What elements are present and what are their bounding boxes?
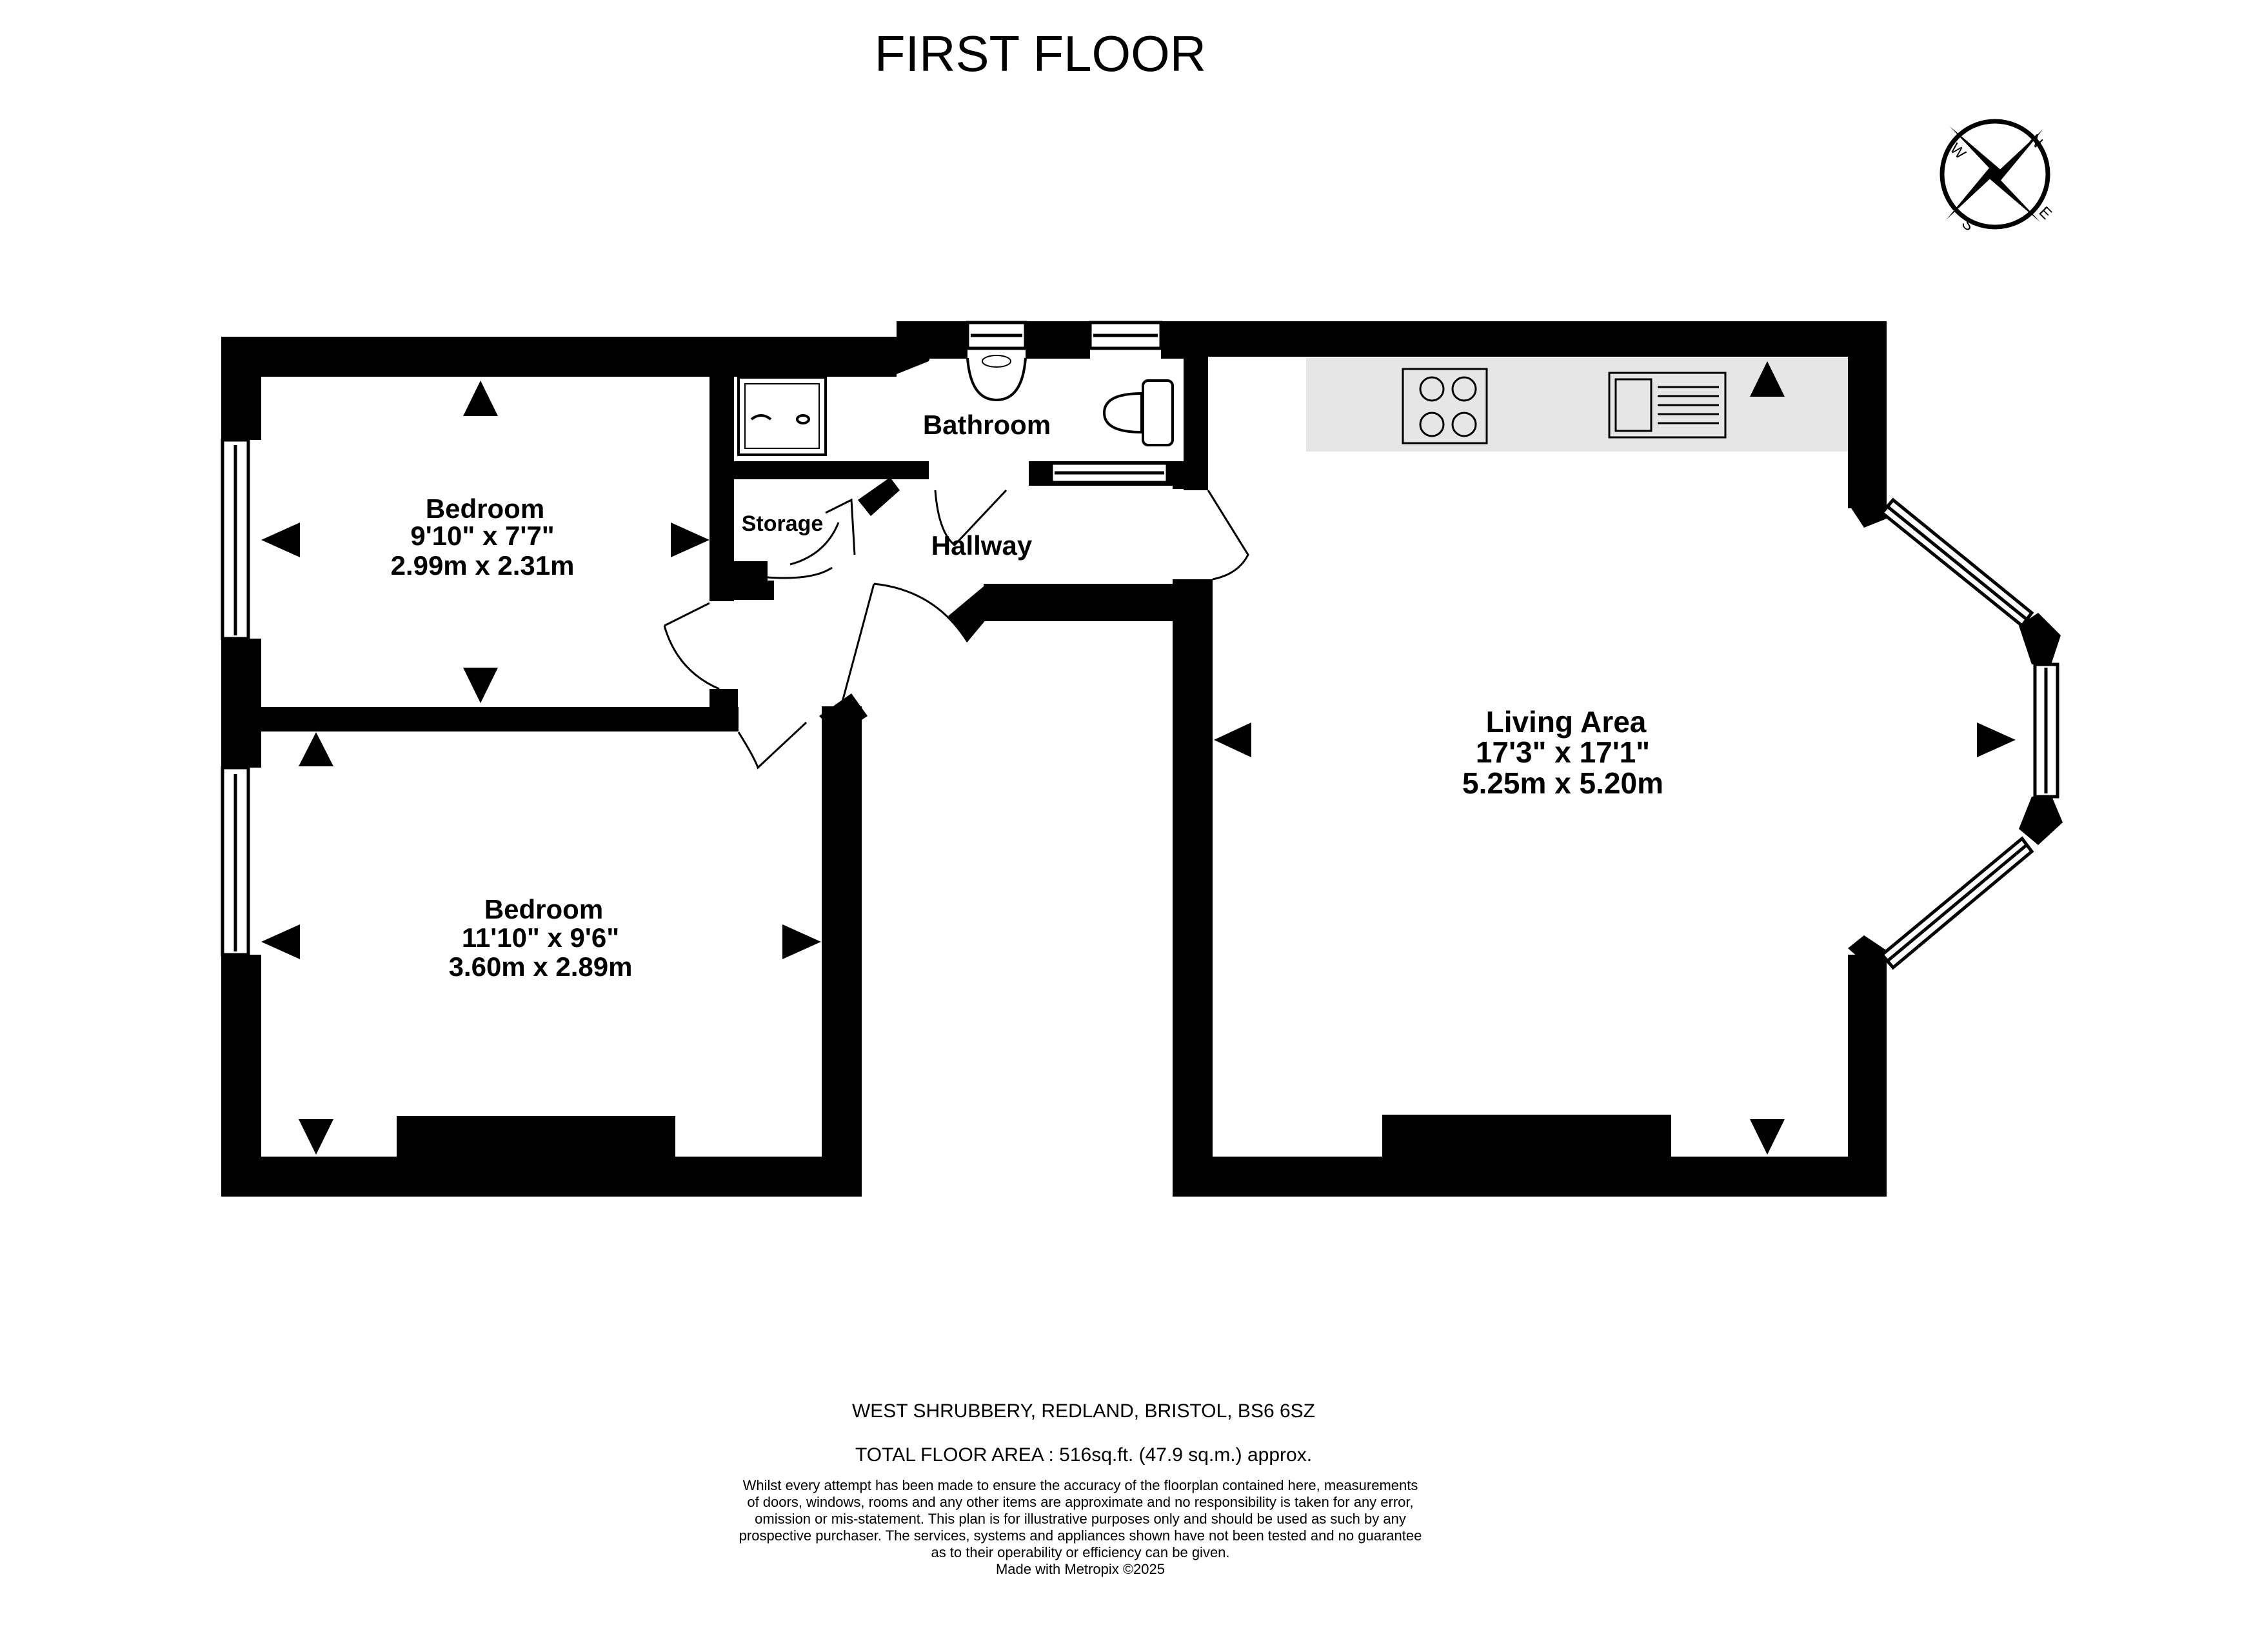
room-imperial-bedroom-2: 11'10" x 9'6" (462, 922, 619, 953)
disclaimer-line: Whilst every attempt has been made to en… (743, 1477, 1418, 1493)
arrow-icon (261, 924, 300, 959)
arrow-icon (299, 1119, 333, 1155)
bay-window (1880, 497, 2059, 970)
disclaimer-line: as to their operability or efficiency ca… (931, 1544, 1229, 1560)
arrow-icon (782, 924, 821, 959)
arrow-icon (1977, 722, 2016, 757)
address: WEST SHRUBBERY, REDLAND, BRISTOL, BS6 6S… (852, 1400, 1315, 1422)
sink-icon (1608, 372, 1727, 439)
living-door (1207, 490, 1249, 581)
room-labels: Bedroom 9'10" x 7'7" 2.99m x 2.31m Bedro… (391, 410, 1663, 982)
arrow-icon (1214, 722, 1251, 757)
compass-south-label: S (1958, 215, 1978, 234)
credit: Made with Metropix ©2025 (996, 1561, 1165, 1577)
basin-icon (966, 357, 1027, 402)
disclaimer-line: prospective purchaser. The services, sys… (739, 1528, 1422, 1544)
room-metric-bedroom-2: 3.60m x 2.89m (449, 951, 633, 982)
arrow-icon (671, 522, 709, 557)
arrow-icon (463, 381, 498, 416)
room-name-bedroom-1: Bedroom (426, 493, 544, 524)
arrow-icon (1750, 1119, 1785, 1155)
room-name-living-area: Living Area (1486, 705, 1647, 739)
room-name-hallway: Hallway (931, 530, 1033, 561)
floor-title: FIRST FLOOR (875, 25, 1206, 82)
toilet-icon (1102, 392, 1143, 434)
footer: WEST SHRUBBERY, REDLAND, BRISTOL, BS6 6S… (739, 1400, 1422, 1577)
total-floor-area: TOTAL FLOOR AREA : 516sq.ft. (47.9 sq.m.… (855, 1444, 1312, 1466)
kitchen-counter (1306, 358, 1848, 452)
arrow-icon (261, 522, 300, 557)
disclaimer-line: of doors, windows, rooms and any other i… (747, 1494, 1413, 1510)
windows-left (221, 321, 1169, 957)
disclaimer-line: omission or mis-statement. This plan is … (755, 1511, 1406, 1527)
room-name-bedroom-2: Bedroom (484, 894, 603, 924)
compass-icon: N E S W (1940, 119, 2055, 235)
arrow-icon (463, 668, 498, 703)
room-name-storage: Storage (742, 512, 824, 536)
arrow-icon (299, 732, 333, 766)
walls-left (221, 321, 1208, 1197)
room-imperial-bedroom-1: 9'10" x 7'7" (410, 521, 554, 551)
shower-icon (737, 376, 827, 456)
doors-left (663, 489, 1007, 770)
room-name-bathroom: Bathroom (923, 410, 1051, 440)
room-imperial-living-area: 17'3" x 17'1" (1476, 735, 1650, 769)
dimension-arrows (261, 361, 2016, 1155)
arrow-icon (1750, 361, 1785, 397)
walls-right (1173, 321, 2063, 1197)
room-metric-living-area: 5.25m x 5.20m (1462, 766, 1663, 800)
bathroom-fixtures (737, 355, 1174, 456)
hob-icon (1402, 368, 1488, 444)
room-metric-bedroom-1: 2.99m x 2.31m (391, 550, 575, 581)
